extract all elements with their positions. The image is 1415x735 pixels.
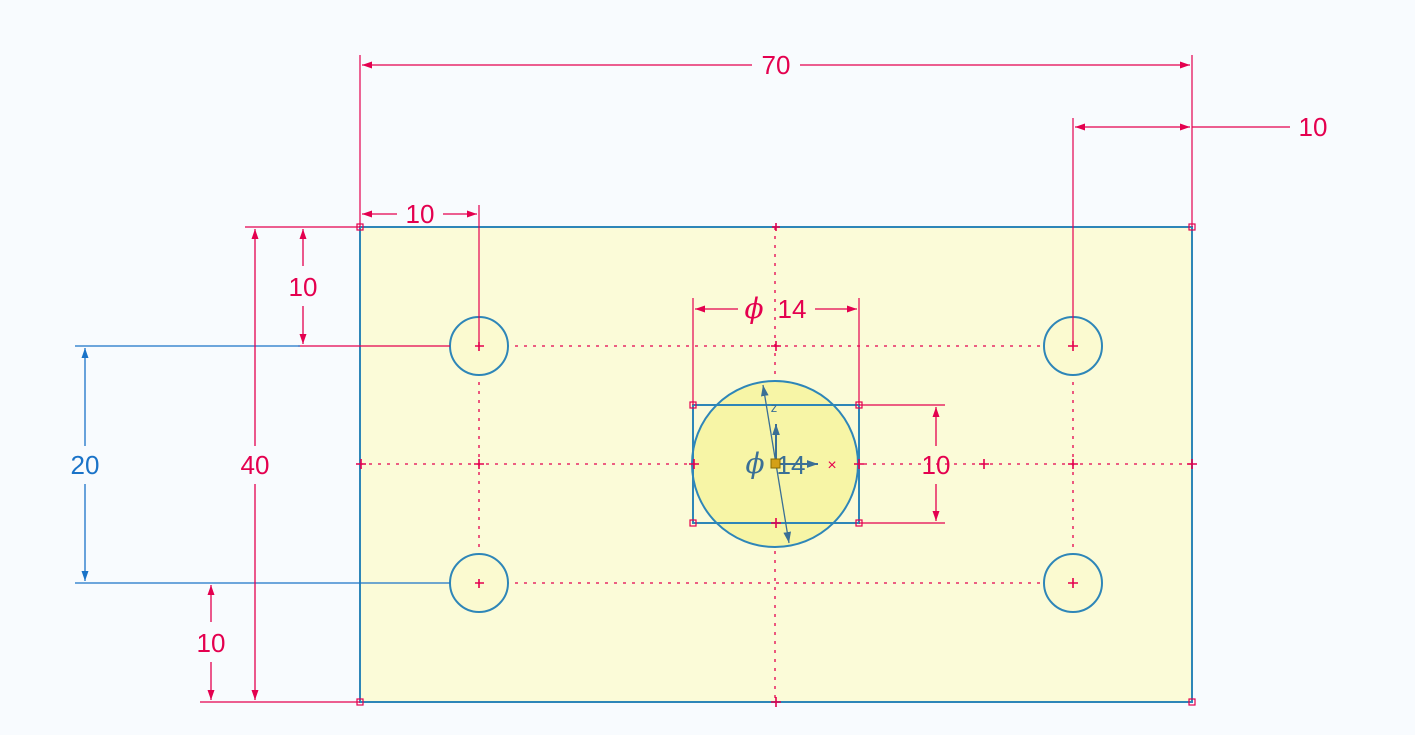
- dimension-boss-box-height[interactable]: 10: [922, 407, 951, 521]
- dimension-overall-width-value: 70: [762, 50, 791, 80]
- dimension-left-hole-offset-value: 10: [406, 199, 435, 229]
- origin-icon[interactable]: [770, 458, 781, 469]
- extension-lines: [200, 55, 1193, 703]
- axis-triad: z ×: [770, 400, 837, 474]
- dimension-bottom-hole-offset-value: 10: [197, 628, 226, 658]
- dimension-top-hole-offset[interactable]: 10: [289, 229, 318, 344]
- dimension-hole-spacing[interactable]: 20: [71, 348, 100, 581]
- dimension-overall-height[interactable]: 40: [241, 229, 270, 700]
- dimension-top-hole-offset-value: 10: [289, 272, 318, 302]
- dimension-overall-height-value: 40: [241, 450, 270, 480]
- z-axis-label: z: [771, 400, 778, 415]
- dimension-boss-diameter-top[interactable]: ϕ 14: [695, 292, 857, 325]
- dimension-bottom-hole-offset[interactable]: 10: [197, 585, 226, 700]
- x-axis-label: ×: [827, 457, 836, 474]
- driven-extension-lines: [75, 345, 450, 584]
- dimension-right-hole-offset-value: 10: [1299, 112, 1328, 142]
- diameter-icon: ϕ: [745, 447, 764, 480]
- dimension-right-hole-offset[interactable]: 10: [1075, 112, 1327, 142]
- dimension-left-hole-offset[interactable]: 10: [362, 199, 477, 229]
- diameter-icon: ϕ: [744, 292, 763, 325]
- dimension-hole-spacing-value: 20: [71, 450, 100, 480]
- dimension-boss-box-height-value: 10: [922, 450, 951, 480]
- dimension-overall-width[interactable]: 70: [362, 50, 1190, 80]
- dimension-boss-diameter-top-value: 14: [778, 294, 807, 324]
